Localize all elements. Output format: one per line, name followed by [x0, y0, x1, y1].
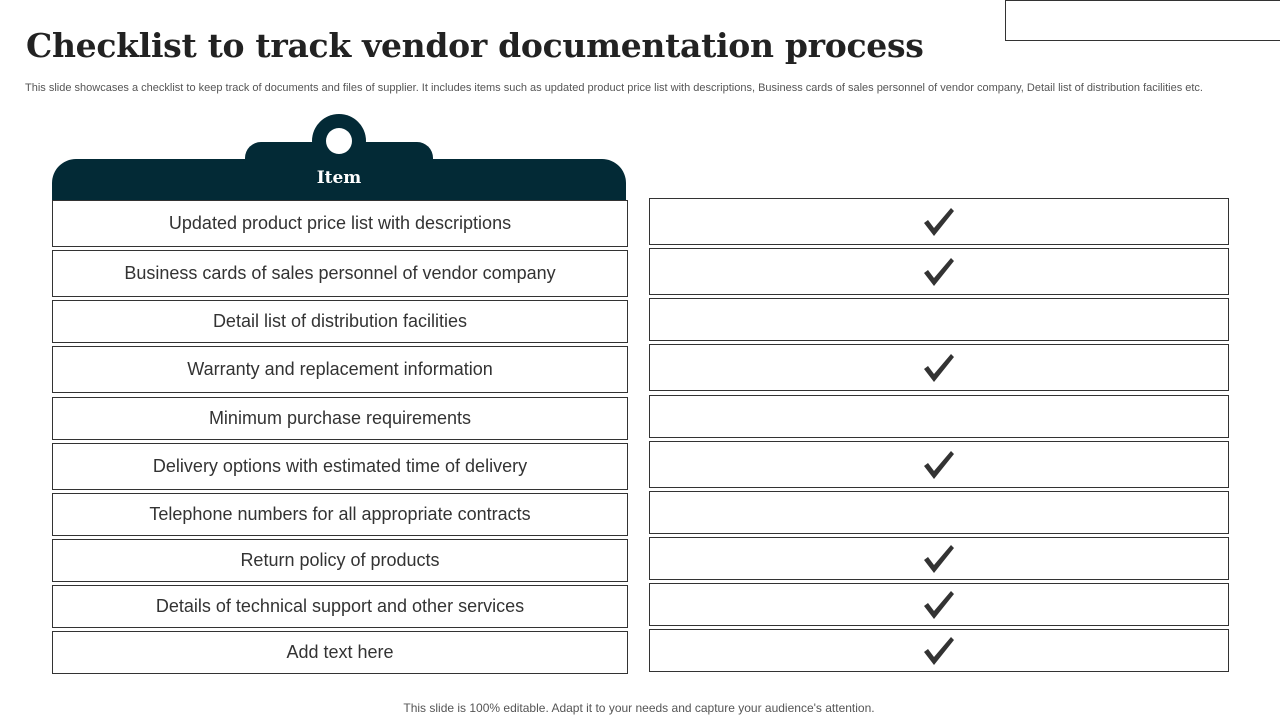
page-subtitle: This slide showcases a checklist to keep…	[25, 82, 1203, 94]
item-label: Telephone numbers for all appropriate co…	[149, 504, 531, 524]
item-row-5: Minimum purchase requirements	[52, 397, 628, 440]
page-title: Checklist to track vendor documentation …	[26, 26, 924, 65]
item-label: Delivery options with estimated time of …	[152, 456, 528, 476]
item-label: Return policy of products	[240, 550, 440, 570]
check-cell-6[interactable]	[649, 441, 1229, 488]
item-row-6: Delivery options with estimated time of …	[52, 443, 628, 490]
item-label: Business cards of sales personnel of ven…	[124, 263, 556, 283]
checkmark-icon	[924, 636, 954, 665]
check-cell-3[interactable]	[649, 298, 1229, 341]
item-row-8: Return policy of products	[52, 539, 628, 582]
checkmark-icon	[924, 353, 954, 382]
check-cell-1[interactable]	[649, 198, 1229, 245]
item-label: Add text here	[286, 642, 394, 662]
check-cell-9[interactable]	[649, 583, 1229, 626]
item-label: Details of technical support and other s…	[155, 596, 525, 616]
item-row-9: Details of technical support and other s…	[52, 585, 628, 628]
checkmark-icon	[924, 257, 954, 286]
checkmark-icon	[924, 590, 954, 619]
corner-placeholder-box	[1005, 0, 1280, 41]
item-row-10: Add text here	[52, 631, 628, 674]
item-label: Updated product price list with descript…	[168, 213, 512, 233]
item-label: Minimum purchase requirements	[208, 408, 472, 428]
footer-note: This slide is 100% editable. Adapt it to…	[403, 701, 875, 715]
check-cell-8[interactable]	[649, 537, 1229, 580]
check-cell-5[interactable]	[649, 395, 1229, 438]
item-row-7: Telephone numbers for all appropriate co…	[52, 493, 628, 536]
item-column-label: Item	[316, 168, 362, 188]
clipboard-base	[52, 159, 626, 202]
item-row-2: Business cards of sales personnel of ven…	[52, 250, 628, 297]
check-cell-7[interactable]	[649, 491, 1229, 534]
check-cell-2[interactable]	[649, 248, 1229, 295]
item-row-3: Detail list of distribution facilities	[52, 300, 628, 343]
item-row-4: Warranty and replacement information	[52, 346, 628, 393]
item-column-header: Item	[52, 114, 626, 202]
check-cell-10[interactable]	[649, 629, 1229, 672]
checkmark-icon	[924, 207, 954, 236]
checkmark-icon	[924, 450, 954, 479]
item-label: Warranty and replacement information	[187, 359, 493, 379]
item-row-1: Updated product price list with descript…	[52, 200, 628, 247]
checkmark-icon	[924, 544, 954, 573]
item-label: Detail list of distribution facilities	[212, 311, 468, 331]
check-cell-4[interactable]	[649, 344, 1229, 391]
clipboard-ring-hole	[326, 128, 352, 154]
